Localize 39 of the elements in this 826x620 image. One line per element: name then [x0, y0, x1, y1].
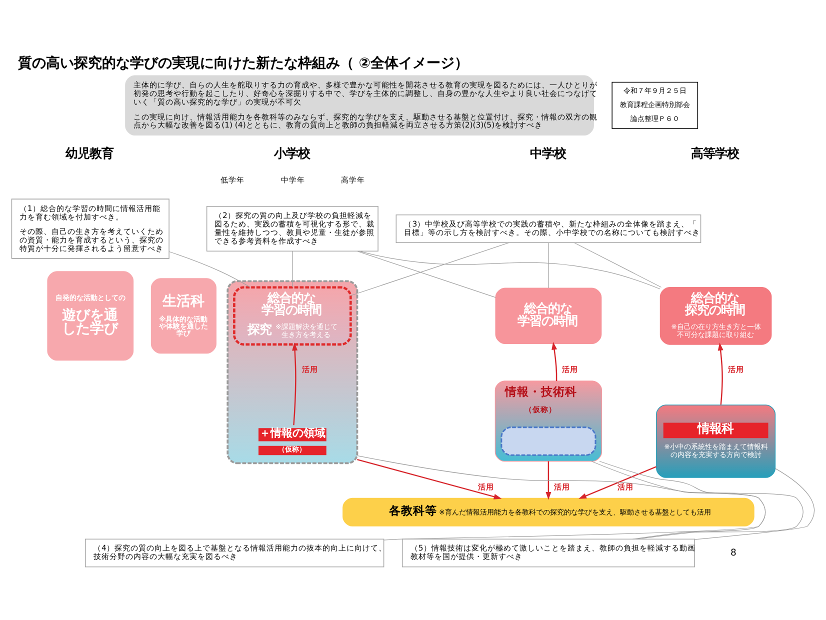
label: 高等学校: [691, 146, 740, 160]
label: 中学年: [280, 174, 305, 184]
diagram-title: 質の高い探究的な学びの実現に向けた新たな枠組み（ ②全体イメージ）: [18, 55, 468, 72]
arrow: [357, 458, 502, 499]
node-box: （2）探究の質の向上及び学校の負担軽減を図るため、実践の蓄積を可視化する形で、裁量性を維持しつつ、教員や児童・生徒が参照できる参考資料を作成すべき: [206, 206, 378, 251]
edge-label: 活用: [302, 364, 318, 374]
edge-label: 活用: [478, 482, 494, 491]
connector: [350, 242, 510, 296]
edge-label: 活用: [554, 482, 570, 491]
arrow: [552, 341, 558, 381]
label: 高学年: [341, 174, 366, 184]
label: 小学校: [274, 146, 310, 160]
label: 低学年: [220, 174, 245, 184]
connector: [694, 468, 815, 540]
node-box: （5）情報技術は変化が極めて激しいことを踏まえ、教師の負担を軽減する動画教材等を国が提供・更新すべき: [402, 538, 695, 567]
arrow: [292, 342, 298, 425]
node-box: （4）探究の質の向上を図る上で基盤となる情報活用能力の抜本的向上に向けて、技術分野の内容の大幅な充実を図るべき: [84, 538, 384, 567]
node-box: （1）総合的な学習の時間に情報活用能力を育む領域を付加すべき。 その際、自己の生き方を考えていくための資質・能力を育成するという、探究の特質が十分に発揮されるよう留意すべき: [11, 198, 170, 258]
arrow: [546, 460, 552, 500]
connector: [356, 250, 496, 298]
edge-label: 活用: [562, 364, 578, 374]
edge-label: 活用: [728, 364, 744, 374]
connector: [292, 250, 293, 287]
node-box: 総合的な学習の時間: [495, 287, 602, 344]
node-box: [500, 426, 596, 456]
connector: [168, 250, 250, 287]
cluster: 情報・技術科 （仮称）: [494, 380, 602, 462]
connector: [599, 460, 804, 539]
cluster: [226, 280, 358, 464]
arrow: [578, 466, 657, 498]
label: 中学校: [530, 146, 566, 160]
connector: [548, 242, 549, 288]
connector: [574, 242, 662, 288]
arrow: [718, 342, 724, 404]
connector: [359, 250, 660, 289]
node-box: （3）中学校及び高等学校での実践の蓄積や、新たな枠組みの全体像を踏まえ、「目標」等の示し方を検討すべき。その際、小中学校での名称についても検討すべき: [396, 214, 702, 243]
label: 幼児教育: [66, 146, 114, 160]
label: 8: [730, 546, 736, 558]
edge-label: 活用: [617, 482, 634, 491]
